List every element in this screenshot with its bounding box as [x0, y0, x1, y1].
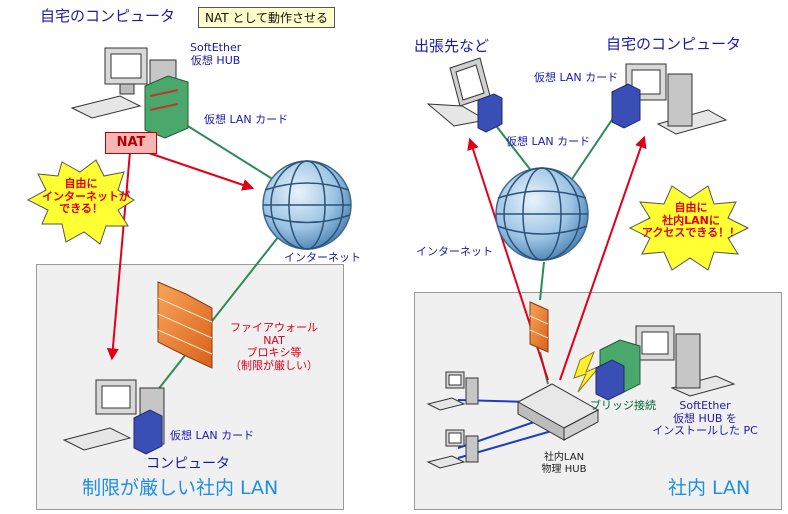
right-virtual-lan-card-home: 仮想 LAN カード: [534, 71, 619, 84]
lan-computer-2: [426, 429, 479, 469]
left-bubble-text: 自由にインターネットができる！: [42, 177, 130, 216]
right-region-label: 社内 LAN: [668, 477, 751, 499]
left-starburst-bubble: [26, 159, 135, 245]
left-office-computer: [62, 379, 165, 455]
right-softether-computer: [595, 325, 736, 401]
bridge-label: ブリッジ接続: [590, 399, 656, 412]
remote-label: 出張先など: [414, 37, 490, 55]
left-virtual-lan-card-top: 仮想 LAN カード: [204, 113, 289, 126]
physical-hub: [516, 383, 600, 441]
right-bubble-text: 自由に社内LANにアクセスできる！！: [641, 201, 741, 240]
nat-badge: NAT: [105, 132, 157, 154]
right-virtual-lan-card-remote: 仮想 LAN カード: [506, 135, 591, 148]
left-home-title: 自宅のコンピュータ: [40, 7, 176, 25]
right-home-title: 自宅のコンピュータ: [606, 35, 742, 53]
left-softether-hub-box: [144, 75, 189, 139]
right-firewall: [529, 301, 549, 353]
left-red-arrows: [106, 149, 255, 361]
nat-mode-label: NAT として動作させる: [198, 7, 336, 28]
right-internet-label: インターネット: [416, 245, 493, 258]
left-internet-label: インターネット: [284, 251, 361, 264]
right-starburst-bubble: [628, 185, 750, 271]
left-internet-globe: [262, 160, 352, 250]
left-virtual-lan-card-bottom: 仮想 LAN カード: [170, 429, 255, 442]
lan-computer-1: [426, 371, 479, 411]
right-home-computer: [611, 63, 728, 135]
left-green-links: [141, 117, 291, 411]
bridge-lightning-icon: [573, 350, 601, 393]
left-region-label: 制限が厳しい社内 LAN: [82, 477, 279, 499]
left-computer-label: コンピュータ: [146, 456, 230, 472]
left-firewall: [157, 281, 213, 369]
remote-laptop: [426, 57, 503, 133]
right-internet-globe: [495, 167, 589, 261]
